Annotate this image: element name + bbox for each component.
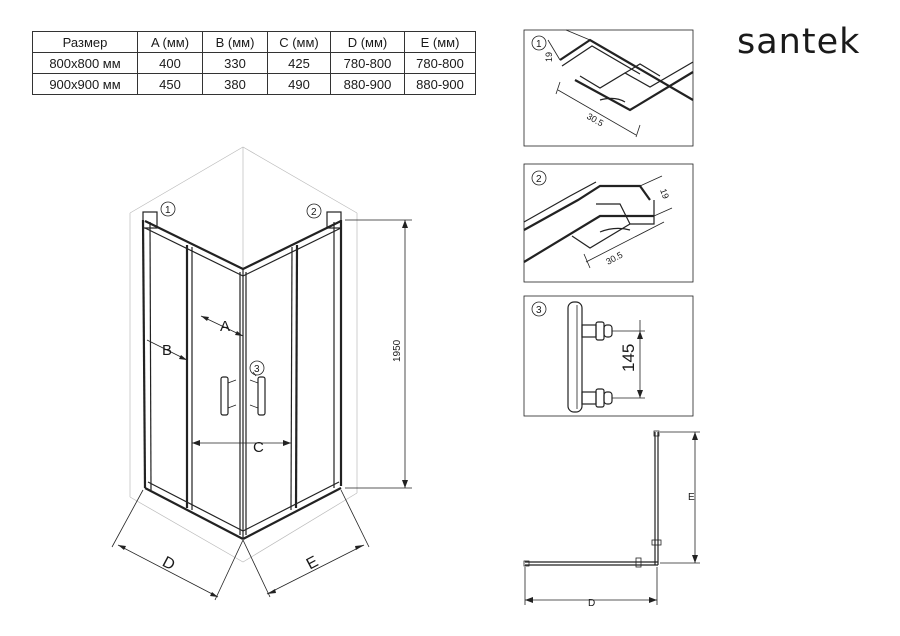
table-row: 900x900 мм 450 380 490 880-900 880-900 (32, 73, 476, 95)
plan-view (523, 430, 700, 605)
detail-1-dim-19: 19 (544, 52, 554, 62)
dimension-d (111, 489, 244, 601)
table-header-cell: E (мм) (404, 31, 476, 53)
plan-label-d: D (588, 598, 595, 609)
dimension-e (242, 489, 370, 598)
label-a: A (220, 318, 230, 335)
enclosure-frame (141, 219, 343, 540)
construction-lines (129, 146, 358, 563)
table-cell: 880-900 (330, 73, 405, 95)
dimension-c (192, 440, 291, 446)
label-d: D (159, 554, 177, 574)
callout-1-marker (160, 201, 176, 217)
label-e: E (304, 553, 321, 573)
detail-3-panel (523, 295, 694, 417)
detail-3-dim-145: 145 (619, 344, 638, 372)
shower-enclosure-view (111, 146, 412, 601)
detail-2-panel (523, 163, 694, 283)
table-cell: 380 (202, 73, 268, 95)
callout-2-number: 2 (311, 207, 317, 218)
brand-logo: santek (737, 22, 861, 62)
label-height: 1950 (392, 339, 403, 362)
callout-3-number: 3 (254, 364, 260, 375)
detail-1-number: 1 (536, 39, 542, 50)
detail-1-dim-305: 30.5 (585, 111, 605, 128)
callout-1-box (142, 211, 158, 229)
detail-2-dim-305: 30.5 (604, 250, 624, 267)
detail-3-number: 3 (536, 305, 542, 316)
table-cell: 900x900 мм (32, 73, 138, 95)
table-cell: 490 (267, 73, 331, 95)
table-cell: 880-900 (404, 73, 476, 95)
label-b: B (162, 342, 172, 359)
table-header-cell: D (мм) (330, 31, 405, 53)
label-c: C (253, 439, 264, 456)
dimension-height (345, 219, 412, 489)
callout-1-number: 1 (165, 205, 171, 216)
dimension-a (200, 315, 244, 337)
detail-2-dim-19: 19 (658, 187, 671, 200)
detail-2-number: 2 (536, 174, 542, 185)
door-panels (185, 244, 299, 511)
dimension-b (146, 339, 188, 361)
door-handles (220, 376, 266, 416)
size-table: Размер A (мм) B (мм) C (мм) D (мм) E (мм… (32, 31, 476, 95)
table-header-row: Размер A (мм) B (мм) C (мм) D (мм) E (мм… (32, 31, 476, 53)
callout-2-marker (306, 203, 322, 219)
detail-1-panel (523, 29, 694, 147)
callout-2-box (326, 211, 342, 229)
plan-label-e: E (688, 492, 695, 503)
callout-3-marker (249, 360, 265, 376)
